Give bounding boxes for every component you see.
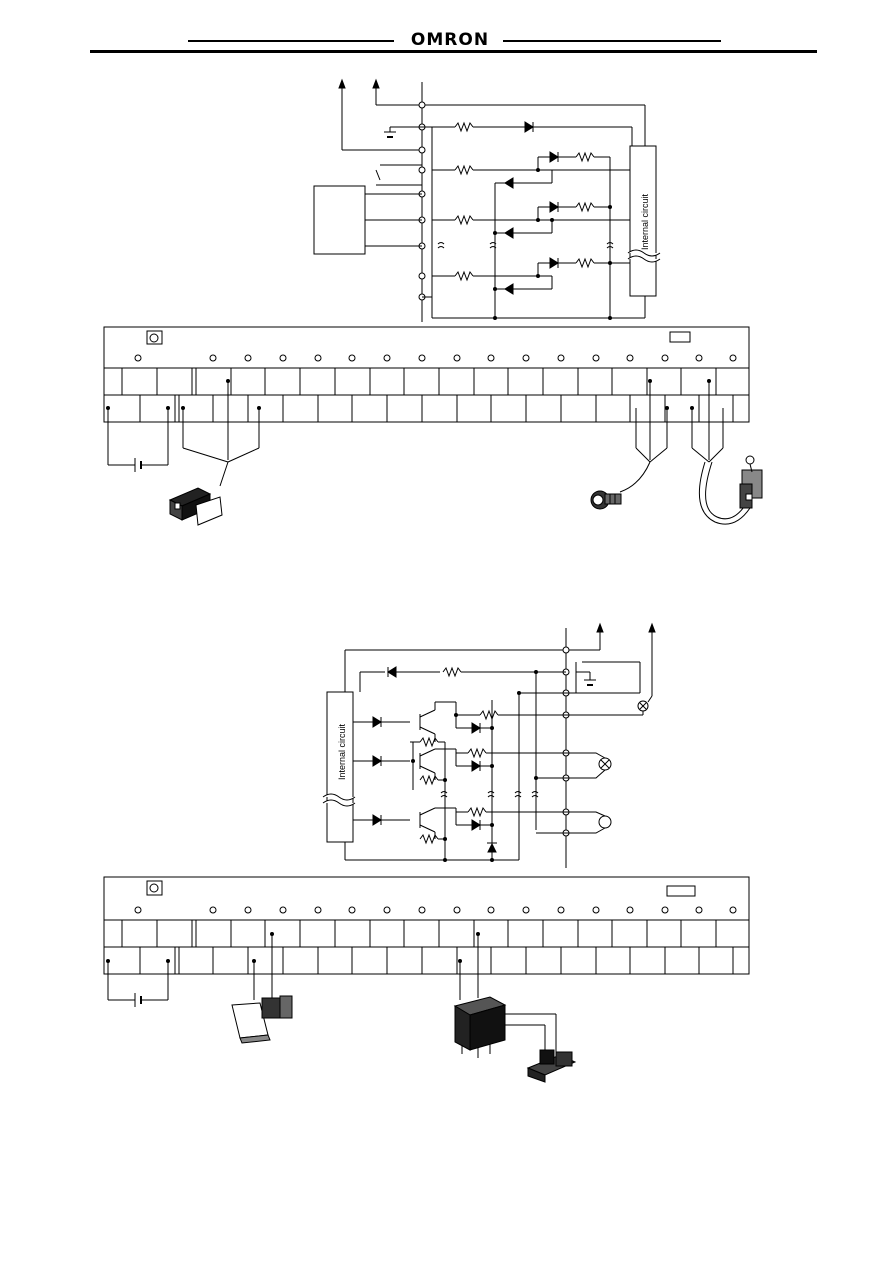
proximity-sensor-icon <box>590 490 622 510</box>
limit-switch-icon <box>739 455 763 509</box>
header-rule-right <box>503 40 721 42</box>
header-rule-left <box>188 40 394 42</box>
input-terminal-block <box>103 326 751 525</box>
output-terminal-block <box>103 876 750 1060</box>
omron-logo: OMRON <box>410 30 490 50</box>
solenoid-valve-icon <box>526 1049 577 1083</box>
input-internal-circuit-label: Internal circuit <box>640 193 650 250</box>
photoelectric-sensor-icon <box>168 487 223 526</box>
relay-icon <box>453 996 507 1058</box>
output-internal-circuit-label: Internal circuit <box>337 723 347 780</box>
pilot-lamp-icon <box>231 995 293 1044</box>
input-schematic: Internal circuit <box>313 78 661 322</box>
header-rule-main <box>90 50 817 53</box>
output-schematic: Internal circuit <box>322 622 656 868</box>
